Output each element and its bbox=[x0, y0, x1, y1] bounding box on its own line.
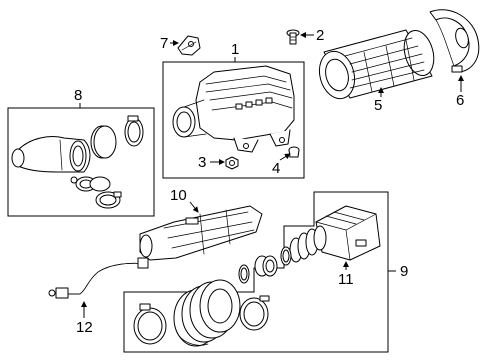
callout-4: 4 bbox=[272, 160, 280, 177]
part-5-filter-element bbox=[318, 29, 435, 100]
part-2-bolt bbox=[286, 29, 300, 45]
part-11-resonator bbox=[315, 205, 381, 261]
part-4-grommet bbox=[288, 146, 300, 158]
part-1-air-cleaner-housing bbox=[172, 65, 295, 153]
part-9-coupler-b bbox=[254, 255, 278, 277]
callout-3: 3 bbox=[198, 154, 206, 171]
part-1-group-box bbox=[162, 61, 305, 179]
callout-9: 9 bbox=[400, 263, 408, 280]
callout-6: 6 bbox=[456, 92, 464, 109]
part-8-coupler-ring bbox=[90, 125, 117, 159]
callout-1: 1 bbox=[231, 41, 239, 58]
callout-7: 7 bbox=[160, 35, 168, 52]
part-6-end-cap bbox=[429, 9, 480, 73]
part-8-outlet-duct bbox=[11, 136, 91, 173]
part-8-hose-small bbox=[75, 176, 111, 192]
part-3-nut bbox=[225, 156, 239, 170]
leader-4 bbox=[279, 153, 291, 161]
part-8-fitting bbox=[70, 176, 78, 184]
part-7-bracket bbox=[177, 35, 201, 56]
part-8-clamp-lower bbox=[95, 191, 122, 209]
callout-10: 10 bbox=[170, 187, 187, 204]
part-9-ring-small bbox=[238, 264, 250, 284]
part-8-group-box bbox=[7, 107, 155, 217]
part-8-clamp-upper bbox=[124, 115, 144, 147]
callout-2: 2 bbox=[316, 27, 324, 44]
part-10-intake-duct bbox=[139, 205, 263, 261]
part-9-coupler-a bbox=[280, 246, 292, 266]
part-9-bellows-hose bbox=[173, 279, 241, 347]
callout-8: 8 bbox=[74, 87, 82, 104]
part-12-sensor-hose bbox=[48, 257, 149, 299]
callout-5: 5 bbox=[374, 97, 382, 114]
leader-10 bbox=[189, 201, 199, 213]
callout-11: 11 bbox=[338, 271, 354, 288]
part-9-inlet-bellows bbox=[289, 225, 327, 263]
callout-12: 12 bbox=[76, 319, 93, 336]
part-9-clamp-right bbox=[239, 295, 270, 331]
part-9-clamp-left bbox=[133, 303, 167, 345]
